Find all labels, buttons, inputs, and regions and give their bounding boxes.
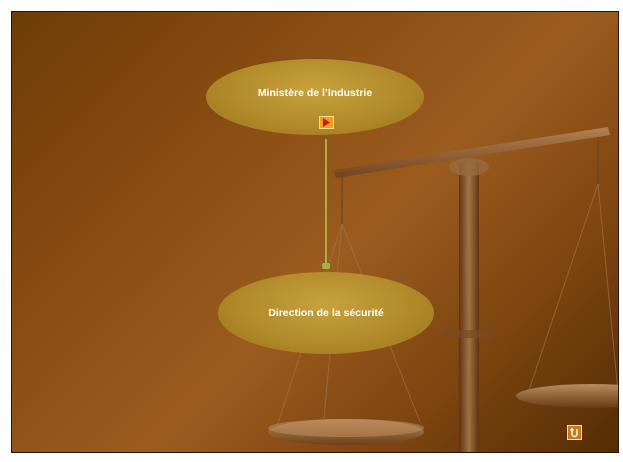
balance-scale-icon <box>268 127 618 452</box>
node-ministere-label: Ministère de l’Industrie <box>257 87 373 99</box>
return-icon <box>570 427 578 438</box>
slide: Ministère de l’Industrie Direction de la… <box>11 11 619 453</box>
play-button[interactable] <box>319 116 334 129</box>
node-direction-securite[interactable]: Direction de la sécurité <box>218 272 434 354</box>
connector-arrowhead <box>322 263 330 269</box>
connector-line <box>325 139 327 269</box>
node-direction-securite-label: Direction de la sécurité <box>268 307 384 319</box>
play-icon <box>323 118 330 127</box>
node-ministere[interactable]: Ministère de l’Industrie <box>206 59 424 135</box>
return-button[interactable] <box>567 425 582 440</box>
